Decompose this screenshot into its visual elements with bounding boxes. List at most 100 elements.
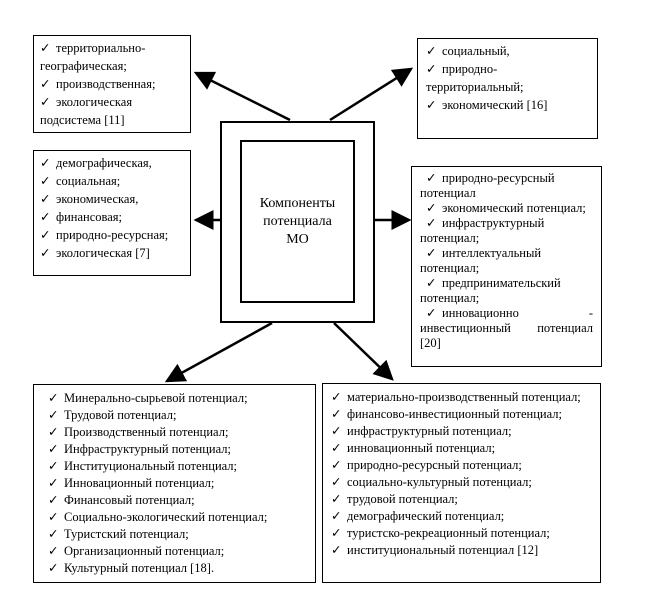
item-text: материально-производственный потенциал;: [347, 390, 581, 404]
item-text: социально-культурный потенциал;: [347, 475, 532, 489]
item-text: экономический [16]: [442, 98, 548, 112]
item-text: экологическая [7]: [56, 246, 150, 260]
item-text: Туристский потенциал;: [64, 527, 189, 541]
list-item: ✓ финансовая;: [40, 208, 184, 226]
box-bottom-left: ✓ Минерально-сырьевой потенциал; ✓ Трудовой…: [33, 384, 316, 583]
list-item: ✓ экономический потенциал;: [420, 201, 593, 216]
list-item: ✓ социально-культурный потенциал;: [331, 474, 592, 491]
item-text: инновационно - инвестиционный потенциал …: [420, 306, 593, 350]
item-text: экономический потенциал;: [442, 201, 586, 215]
item-text: демографический потенциал;: [347, 509, 505, 523]
checkmark-icon: ✓: [40, 41, 51, 55]
checkmark-icon: ✓: [426, 171, 437, 185]
checkmark-icon: ✓: [331, 475, 342, 489]
item-text: Минерально-сырьевой потенциал;: [64, 391, 248, 405]
checkmark-icon: ✓: [426, 306, 437, 320]
item-text: Культурный потенциал [18].: [64, 561, 215, 575]
list-item: ✓демографическая,: [40, 154, 184, 172]
list-item: ✓экологическая [7]: [40, 244, 184, 262]
checkmark-icon: ✓: [331, 407, 342, 421]
item-text: природно-ресурсный потенциал;: [347, 458, 522, 472]
item-text: инновационный потенциал;: [347, 441, 496, 455]
list-item: ✓ Минерально-сырьевой потенциал;: [48, 390, 301, 407]
item-text: экологическая подсистема [11]: [40, 95, 133, 127]
list-item: ✓ демографический потенциал;: [331, 508, 592, 525]
checkmark-icon: ✓: [48, 510, 59, 524]
checkmark-icon: ✓: [426, 44, 437, 58]
item-text: природно-ресурсная;: [56, 228, 169, 242]
arrow-bottom-right: [333, 322, 394, 381]
list-item: ✓Институциональный потенциал;: [48, 458, 301, 475]
item-text: Институциональный потенциал;: [64, 459, 238, 473]
arrow-top-left: [193, 71, 291, 122]
item-text: интеллектуальный потенциал;: [420, 246, 542, 275]
box-top-right: ✓социальный,✓природно-территориальный;✓э…: [417, 38, 598, 139]
box-bottom-right: ✓материально-производственный потенциал;…: [322, 383, 601, 583]
list-item: ✓природно-ресурсный потенциал: [420, 171, 593, 201]
checkmark-icon: ✓: [40, 228, 51, 242]
item-text: финансовая;: [56, 210, 123, 224]
checkmark-icon: ✓: [331, 424, 342, 438]
list-item: ✓материально-производственный потенциал;: [331, 389, 592, 406]
box-top-left: ✓территориально-географическая;✓производ…: [33, 35, 191, 133]
item-text: Производственный потенциал;: [64, 425, 229, 439]
list-item: ✓ Производственный потенциал;: [48, 424, 301, 441]
checkmark-icon: ✓: [426, 201, 437, 215]
list-item: ✓ экономический [16]: [426, 96, 589, 114]
checkmark-icon: ✓: [426, 216, 437, 230]
list-item: ✓экологическая подсистема [11]: [40, 93, 184, 129]
list-item: ✓Культурный потенциал [18].: [48, 560, 301, 577]
list-item: ✓интеллектуальный потенциал;: [420, 246, 593, 276]
list-item: ✓ Туристский потенциал;: [48, 526, 301, 543]
list-item: ✓социальный,: [426, 42, 589, 60]
list-item: ✓институциональный потенциал [12]: [331, 542, 592, 559]
checkmark-icon: ✓: [48, 425, 59, 439]
list-item: ✓предпринимательский потенциал;: [420, 276, 593, 306]
list-item: ✓инновационно - инвестиционный потенциал…: [420, 306, 593, 351]
checkmark-icon: ✓: [426, 62, 437, 76]
list-item: ✓инфраструктурный потенциал;: [420, 216, 593, 246]
checkmark-icon: ✓: [40, 156, 51, 170]
list-item: ✓ природно-ресурсная;: [40, 226, 184, 244]
checkmark-icon: ✓: [48, 391, 59, 405]
checkmark-icon: ✓: [40, 95, 51, 109]
list-item: ✓Финансовый потенциал;: [48, 492, 301, 509]
item-text: туристско-рекреационный потенциал;: [347, 526, 550, 540]
item-text: Организационный потенциал;: [64, 544, 225, 558]
item-text: экономическая,: [56, 192, 139, 206]
checkmark-icon: ✓: [426, 98, 437, 112]
checkmark-icon: ✓: [48, 527, 59, 541]
item-text: социальная;: [56, 174, 121, 188]
list-item: ✓ Трудовой потенциал;: [48, 407, 301, 424]
list-item: ✓туристско-рекреационный потенциал;: [331, 525, 592, 542]
checkmark-icon: ✓: [40, 174, 51, 188]
item-text: Инфраструктурный потенциал;: [64, 442, 231, 456]
list-item: ✓финансово-инвестиционный потенциал;: [331, 406, 592, 423]
item-text: Трудовой потенциал;: [64, 408, 177, 422]
checkmark-icon: ✓: [48, 442, 59, 456]
checkmark-icon: ✓: [331, 509, 342, 523]
list-item: ✓территориально-географическая;: [40, 39, 184, 75]
list-item: ✓ Инфраструктурный потенциал;: [48, 441, 301, 458]
checkmark-icon: ✓: [48, 408, 59, 422]
checkmark-icon: ✓: [331, 441, 342, 455]
list-item: ✓экономическая,: [40, 190, 184, 208]
item-text: Социально-экологический потенциал;: [64, 510, 268, 524]
item-text: трудовой потенциал;: [347, 492, 458, 506]
item-text: природно-территориальный;: [426, 62, 524, 94]
arrow-top-right: [329, 67, 414, 122]
checkmark-icon: ✓: [40, 210, 51, 224]
list-item: ✓производственная;: [40, 75, 184, 93]
list-item: ✓ Социально-экологический потенциал;: [48, 509, 301, 526]
list-item: ✓природно-территориальный;: [426, 60, 589, 96]
item-text: природно-ресурсный потенциал: [420, 171, 555, 200]
item-text: предпринимательский потенциал;: [420, 276, 561, 305]
item-text: инфраструктурный потенциал;: [347, 424, 512, 438]
list-item: ✓ инновационный потенциал;: [331, 440, 592, 457]
arrow-bottom-left: [164, 321, 273, 383]
checkmark-icon: ✓: [331, 458, 342, 472]
list-item: ✓трудовой потенциал;: [331, 491, 592, 508]
